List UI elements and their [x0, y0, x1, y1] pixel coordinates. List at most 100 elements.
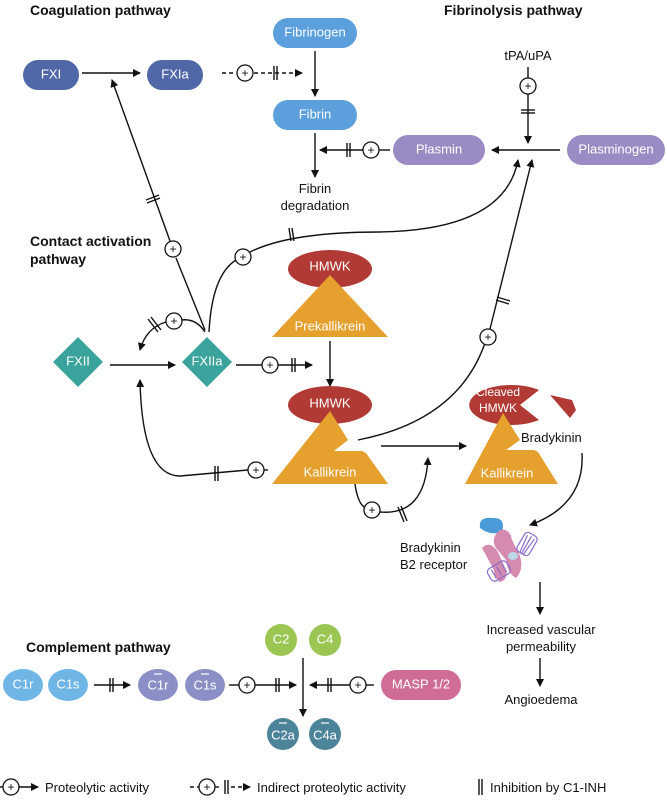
fxiia-plasminogen-line-b [249, 159, 521, 253]
node-kallikrein-label: Kallikrein [304, 464, 357, 479]
svg-text:+: + [7, 780, 14, 794]
tpa-upa-label: tPA/uPA [504, 48, 552, 63]
fxiia-plasminogen-line-a [208, 259, 237, 333]
legend-proteolytic: Proteolytic activity [45, 780, 150, 795]
inhibition-icon [109, 678, 114, 692]
node-c1s-active: C1s [185, 669, 225, 701]
inhibition-icon [147, 316, 162, 333]
svg-text:+: + [241, 66, 248, 80]
node-c1r-active: C1r [138, 669, 178, 701]
inhibition-icon [327, 678, 332, 692]
plus-icon: + [2, 778, 20, 796]
inhibition-icon [495, 296, 511, 305]
legend: + Proteolytic activity + Indirect proteo… [0, 778, 606, 796]
inhibition-icon [291, 358, 296, 372]
node-c1s-active-label: C1s [193, 677, 217, 692]
contact-title-line2: pathway [30, 251, 86, 267]
svg-text:+: + [367, 143, 374, 157]
inhibition-icon [275, 678, 280, 692]
hmwk-prekallikrein-complex: HMWK Prekallikrein [272, 250, 388, 337]
arrow-bradykinin-receptor [529, 452, 583, 527]
fxiia-fxi-line-b [110, 79, 171, 242]
svg-text:+: + [243, 678, 250, 692]
node-kallikrein2-label: Kallikrein [481, 465, 534, 480]
hmwk-kallikrein-complex: HMWK Kallikrein [272, 386, 388, 484]
svg-text:+: + [266, 358, 273, 372]
svg-text:+: + [170, 314, 177, 328]
node-fxia-label: FXIa [161, 66, 189, 81]
inhibition-icon [145, 194, 161, 204]
node-c2a: C2a [267, 718, 299, 750]
bradykinin-fragment [550, 395, 576, 418]
permeability-line2: permeability [506, 639, 577, 654]
node-c1s-label: C1s [56, 676, 80, 691]
node-fxii-label: FXII [66, 353, 90, 368]
node-fibrinogen-label: Fibrinogen [284, 24, 345, 39]
plus-icon: + [349, 676, 367, 694]
svg-text:+: + [169, 242, 176, 256]
plus-icon: + [164, 240, 182, 258]
kal-loop-line-b [379, 457, 432, 513]
node-masp-label: MASP 1/2 [392, 676, 450, 691]
plus-icon: + [234, 248, 252, 266]
node-c1r-label: C1r [13, 676, 35, 691]
node-c2-label: C2 [273, 631, 290, 646]
node-c4: C4 [309, 624, 341, 656]
plus-icon: + [261, 356, 279, 374]
node-plasminogen-label: Plasminogen [578, 141, 653, 156]
node-plasmin: Plasmin [393, 135, 485, 165]
permeability-line1: Increased vascular [486, 622, 596, 637]
svg-text:+: + [524, 79, 531, 93]
bradykinin-label: Bradykinin [521, 430, 582, 445]
node-fibrin-label: Fibrin [299, 106, 332, 121]
inhibition-icon [346, 143, 351, 157]
fxiia-fxi-line-a [175, 257, 206, 331]
node-c1r-active-label: C1r [148, 677, 170, 692]
fibrin-degradation-line2: degradation [281, 198, 350, 213]
legend-indirect: Indirect proteolytic activity [257, 780, 406, 795]
b2-receptor-icon [479, 517, 538, 582]
autoactivation-line-b [137, 321, 167, 351]
node-c2: C2 [265, 624, 297, 656]
plus-icon: + [247, 461, 265, 479]
node-fxia: FXIa [147, 60, 203, 90]
node-fxiia: FXIIa [182, 337, 232, 387]
legend-inhibition: Inhibition by C1-INH [490, 780, 606, 795]
plus-icon: + [519, 77, 537, 95]
plus-icon: + [236, 64, 254, 82]
svg-text:+: + [203, 780, 210, 794]
svg-text:+: + [368, 503, 375, 517]
node-masp: MASP 1/2 [381, 670, 461, 700]
plus-icon: + [362, 141, 380, 159]
inhibition-icon [214, 466, 219, 481]
complement-title: Complement pathway [26, 639, 171, 655]
node-c4-label: C4 [317, 631, 334, 646]
node-c1r: C1r [3, 669, 43, 701]
node-c2a-label: C2a [271, 727, 296, 742]
node-c4a: C4a [309, 718, 341, 750]
node-plasmin-label: Plasmin [416, 141, 462, 156]
node-fxi-label: FXI [41, 66, 61, 81]
fibrinolysis-title: Fibrinolysis pathway [444, 2, 583, 18]
svg-text:+: + [252, 463, 259, 477]
inhibition-icon [397, 505, 408, 523]
node-hmwk-label: HMWK [309, 258, 350, 273]
svg-text:+: + [484, 330, 491, 344]
node-fxiia-label: FXIIa [191, 353, 223, 368]
svg-text:+: + [354, 678, 361, 692]
node-hmwk2-label: HMWK [309, 395, 350, 410]
contact-title-line1: Contact activation [30, 233, 151, 249]
plus-icon: + [198, 778, 216, 796]
node-fxii: FXII [53, 337, 103, 387]
plus-icon: + [363, 501, 381, 519]
inhibition-icon [288, 227, 295, 242]
node-fibrin: Fibrin [273, 100, 357, 130]
plus-icon: + [165, 312, 183, 330]
node-cleaved-line2: HMWK [479, 401, 517, 415]
angioedema-label: Angioedema [505, 692, 579, 707]
node-c1s: C1s [48, 669, 88, 701]
node-cleaved-line1: Cleaved [476, 385, 520, 399]
kal-fxii-line-b [136, 379, 249, 477]
inhibition-icon [224, 780, 229, 794]
